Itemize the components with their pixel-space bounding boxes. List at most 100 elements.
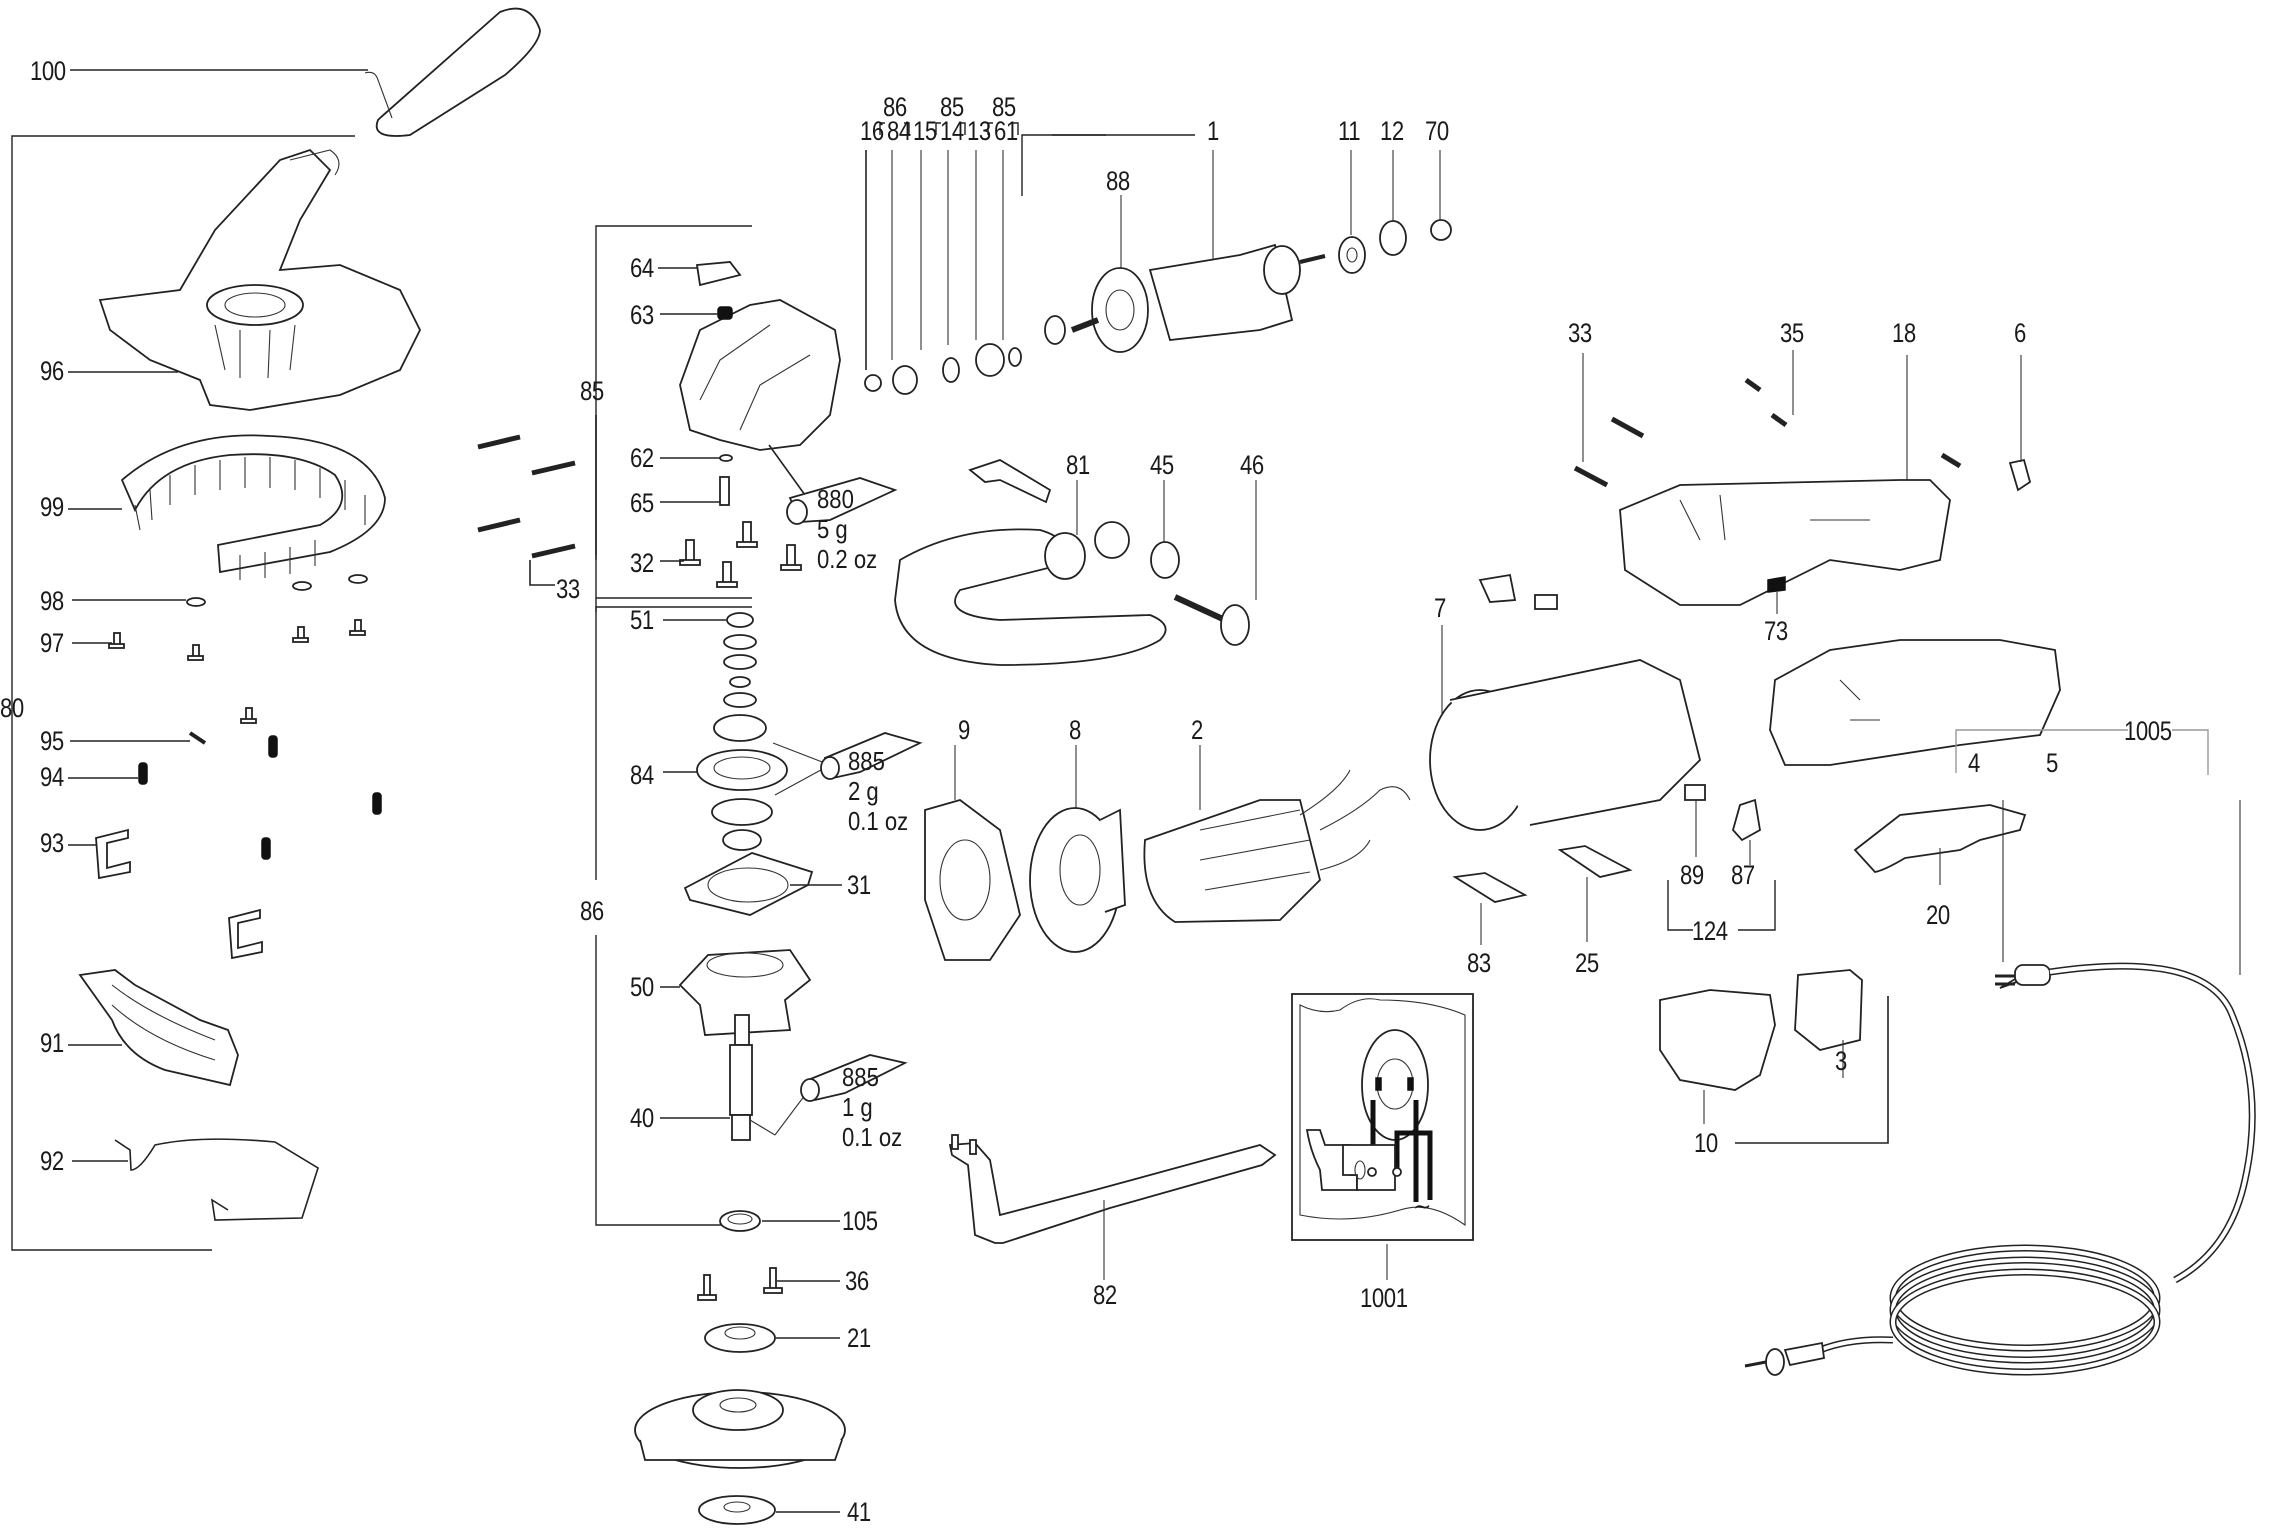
grease-code: 885 xyxy=(842,1062,879,1092)
part-20-cover xyxy=(1853,804,2027,885)
callout-124: 124 xyxy=(1692,916,1728,946)
callout-85: 85 xyxy=(992,92,1016,122)
callout-18: 18 xyxy=(1892,318,1916,348)
part-96-dust-hood xyxy=(68,148,422,411)
group-bracket-85 xyxy=(595,225,752,612)
callout-45: 45 xyxy=(1150,450,1174,480)
part-1-armature xyxy=(1052,134,1326,353)
grease-amount: 1 g xyxy=(842,1091,873,1122)
callout-85: 85 xyxy=(940,92,964,122)
callout-12: 12 xyxy=(1380,116,1404,146)
grease-code: 880 xyxy=(817,484,854,514)
callout-1001: 1001 xyxy=(1360,1283,1408,1313)
callout-3: 3 xyxy=(1835,1046,1847,1076)
callout-51: 51 xyxy=(630,605,654,635)
callout-100: 100 xyxy=(30,56,66,86)
callout-35: 35 xyxy=(1780,318,1804,348)
callout-97: 97 xyxy=(40,628,64,658)
callout-99: 99 xyxy=(40,492,64,522)
grease-tube-880 xyxy=(786,477,898,525)
part-gear-housing-cover xyxy=(658,261,841,588)
part-92-wire-spring xyxy=(72,1138,319,1221)
part-46-knob xyxy=(1173,480,1257,646)
part-18-handle-housing xyxy=(1573,350,2032,614)
callout-50: 50 xyxy=(630,972,654,1002)
callout-84: 84 xyxy=(630,760,654,790)
callout-81: 81 xyxy=(1066,450,1090,480)
callout-63: 63 xyxy=(630,300,654,330)
callout-4: 4 xyxy=(1968,748,1980,778)
grease-note-885-gear: 885 2 g 0.1 oz xyxy=(848,746,909,837)
callout-20: 20 xyxy=(1926,900,1950,930)
callout-13: 13 xyxy=(967,116,991,146)
group-bracket-86 xyxy=(595,606,757,1226)
callout-5: 5 xyxy=(2046,748,2058,778)
wiring-diagram-1001 xyxy=(1291,993,1474,1280)
callout-32: 32 xyxy=(630,548,654,578)
callout-91: 91 xyxy=(40,1028,64,1058)
callout-33: 33 xyxy=(1568,318,1592,348)
callout-105: 105 xyxy=(842,1206,878,1236)
callout-41: 41 xyxy=(847,1497,871,1527)
callout-15: 15 xyxy=(913,116,937,146)
part-81-side-handle xyxy=(894,459,1180,666)
callout-83: 83 xyxy=(1467,948,1491,978)
callout-73: 73 xyxy=(1764,616,1788,646)
callout-94: 94 xyxy=(40,762,64,792)
grease-amount-imperial: 0.1 oz xyxy=(842,1121,903,1152)
grease-amount-imperial: 0.1 oz xyxy=(848,805,909,836)
callout-1: 1 xyxy=(1207,116,1219,146)
grease-code: 885 xyxy=(848,746,885,776)
grease-amount-imperial: 0.2 oz xyxy=(817,543,878,574)
callout-21: 21 xyxy=(847,1323,871,1353)
callout-98: 98 xyxy=(40,586,64,616)
screws-33-left xyxy=(477,434,576,586)
callout-6: 6 xyxy=(2014,318,2026,348)
callout-96: 96 xyxy=(40,356,64,386)
wiring-ac-symbol: ~ xyxy=(1413,1195,1432,1220)
group-bracket-80 xyxy=(11,135,355,1251)
parts-9-8-2-motor xyxy=(924,745,1411,961)
callout-7: 7 xyxy=(1434,593,1446,623)
parts-89-87-carbon-brushes xyxy=(1667,784,1776,931)
callout-80: 80 xyxy=(0,693,24,723)
callout-86: 86 xyxy=(580,896,604,926)
callout-87: 87 xyxy=(1731,860,1755,890)
callout-92: 92 xyxy=(40,1146,64,1176)
part-91-guard-plate xyxy=(68,969,239,1087)
parts-10-3-switch xyxy=(1659,969,1889,1144)
callout-88: 88 xyxy=(1106,166,1130,196)
callout-25: 25 xyxy=(1575,948,1599,978)
parts-11-12-70-bearings xyxy=(1338,150,1452,274)
callout-31: 31 xyxy=(847,870,871,900)
part-99-brush-ring xyxy=(68,434,386,580)
grease-note-885-spindle: 885 1 g 0.1 oz xyxy=(842,1062,903,1153)
callout-1005: 1005 xyxy=(2124,716,2172,746)
part-100-extraction-nozzle xyxy=(70,7,541,137)
parts-83-25-labels xyxy=(1452,845,1633,945)
spindle-bottom-parts xyxy=(634,1210,846,1525)
callout-33: 33 xyxy=(556,574,580,604)
drive-shaft-parts xyxy=(864,150,1066,395)
callout-70: 70 xyxy=(1425,116,1449,146)
callout-65: 65 xyxy=(630,488,654,518)
callout-93: 93 xyxy=(40,828,64,858)
part-82-pin-wrench xyxy=(948,1134,1277,1280)
grease-tube-885-spindle xyxy=(800,1054,908,1102)
callout-40: 40 xyxy=(630,1103,654,1133)
part-motor-rear-housing xyxy=(1769,639,2061,766)
gear-train-parts xyxy=(660,612,842,1141)
grease-tube-885-gear xyxy=(820,732,923,780)
callout-16: 16 xyxy=(860,116,884,146)
callout-95: 95 xyxy=(40,726,64,756)
callout-2: 2 xyxy=(1191,715,1203,745)
callout-62: 62 xyxy=(630,443,654,473)
callout-85: 85 xyxy=(580,376,604,406)
callout-14: 14 xyxy=(940,116,964,146)
callout-84: 84 xyxy=(887,116,911,146)
grease-amount: 5 g xyxy=(817,513,848,544)
callout-82: 82 xyxy=(1093,1280,1117,1310)
callout-10: 10 xyxy=(1694,1128,1718,1158)
callout-89: 89 xyxy=(1680,860,1704,890)
